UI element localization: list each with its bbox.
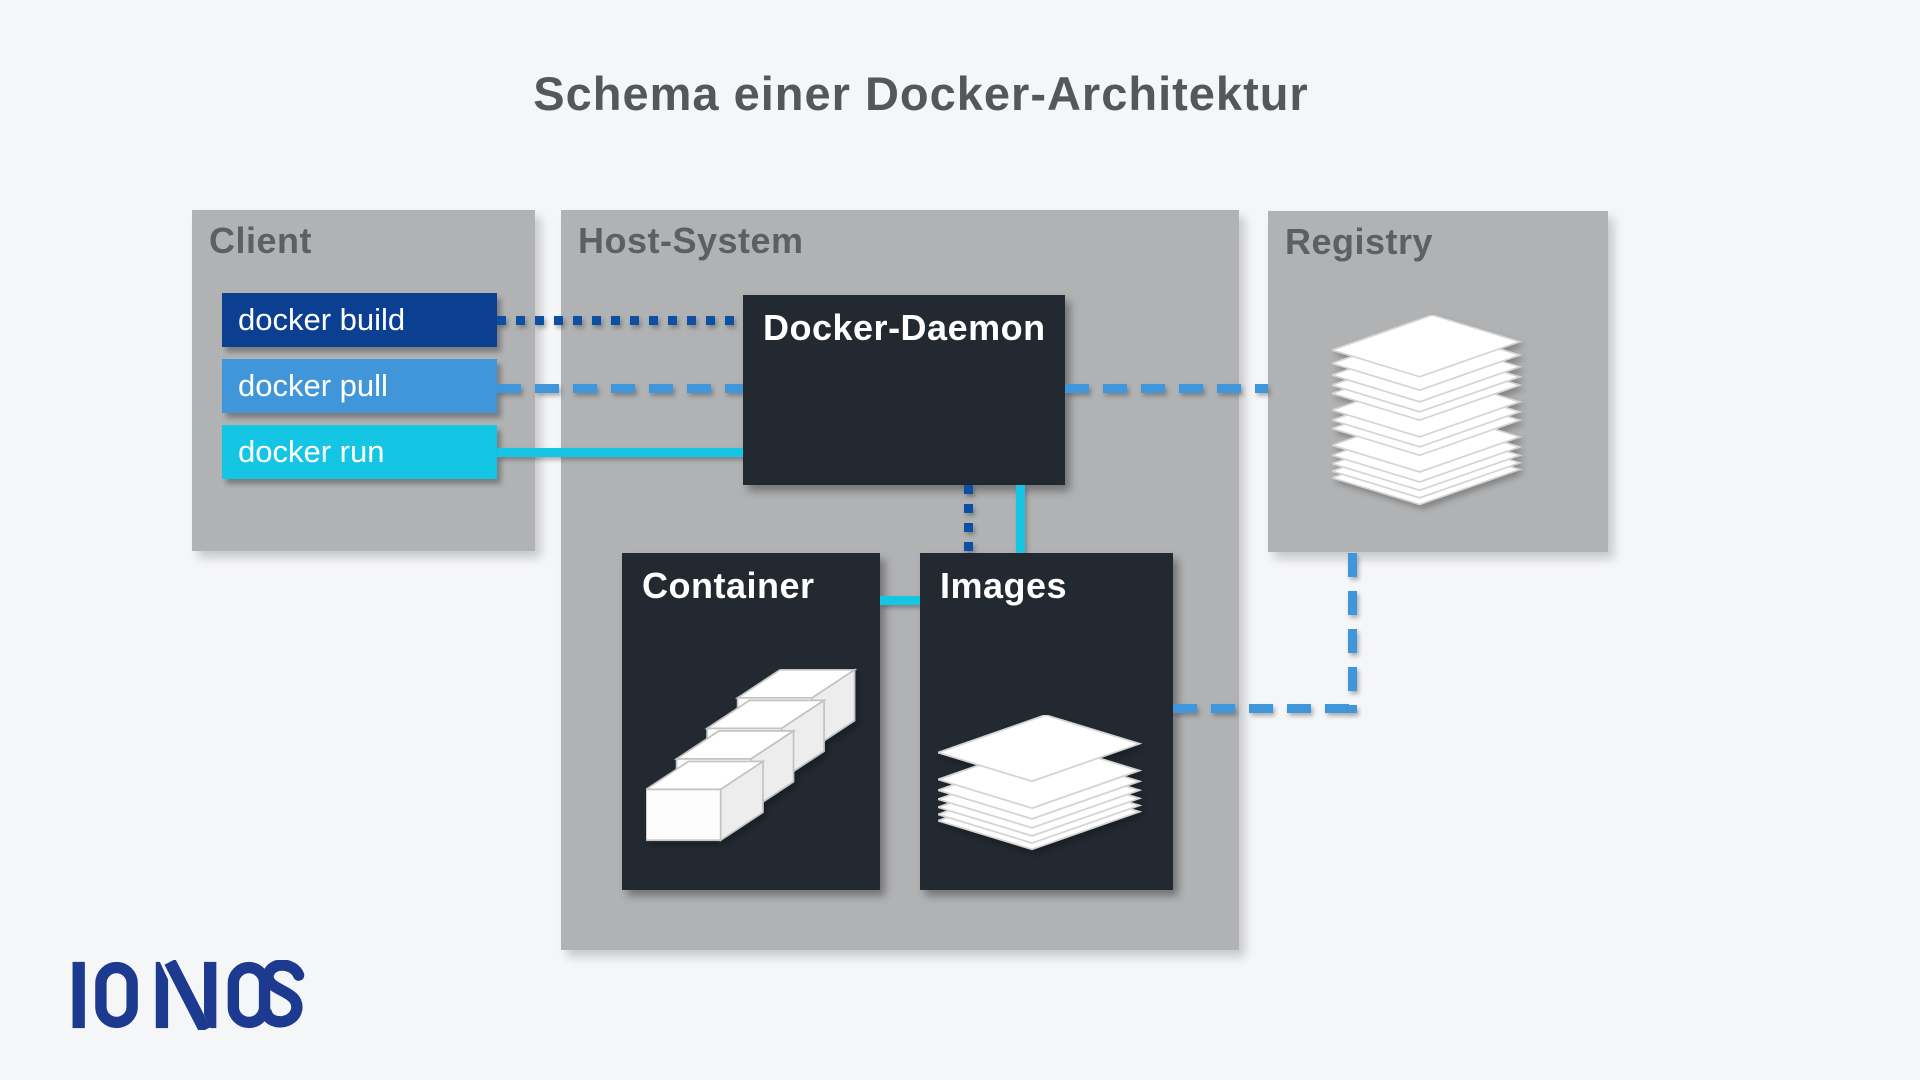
container-stack-icon <box>646 668 856 842</box>
daemon-to-registry-connector <box>1065 384 1268 393</box>
client-panel-label: Client <box>209 220 313 261</box>
registry-panel: Registry <box>1268 211 1608 552</box>
image-layers-icon <box>938 715 1141 851</box>
docker-daemon-label: Docker-Daemon <box>763 307 1046 348</box>
daemon-to-images-dotted-connector <box>964 485 973 553</box>
docker-pull-button: docker pull <box>222 359 497 413</box>
run-to-daemon-connector <box>497 448 743 457</box>
docker-build-button: docker build <box>222 293 497 347</box>
pull-to-daemon-connector <box>497 384 743 393</box>
container-to-images-connector <box>880 596 920 605</box>
container-label: Container <box>642 565 815 606</box>
ionos-logo <box>72 960 305 1030</box>
daemon-to-images-solid-connector <box>1016 485 1025 553</box>
registry-layers-icon <box>1332 315 1521 506</box>
host-system-panel-label: Host-System <box>578 220 804 261</box>
docker-run-button: docker run <box>222 425 497 479</box>
images-to-registry-connector-horizontal <box>1173 704 1357 713</box>
container-box: Container <box>622 553 880 890</box>
build-to-daemon-connector <box>497 316 743 325</box>
docker-daemon-box: Docker-Daemon <box>743 295 1065 485</box>
images-box: Images <box>920 553 1173 890</box>
images-to-registry-connector-vertical <box>1348 553 1357 713</box>
registry-panel-label: Registry <box>1285 221 1434 262</box>
diagram-title: Schema einer Docker-Architektur <box>533 67 1309 120</box>
images-label: Images <box>940 565 1068 606</box>
